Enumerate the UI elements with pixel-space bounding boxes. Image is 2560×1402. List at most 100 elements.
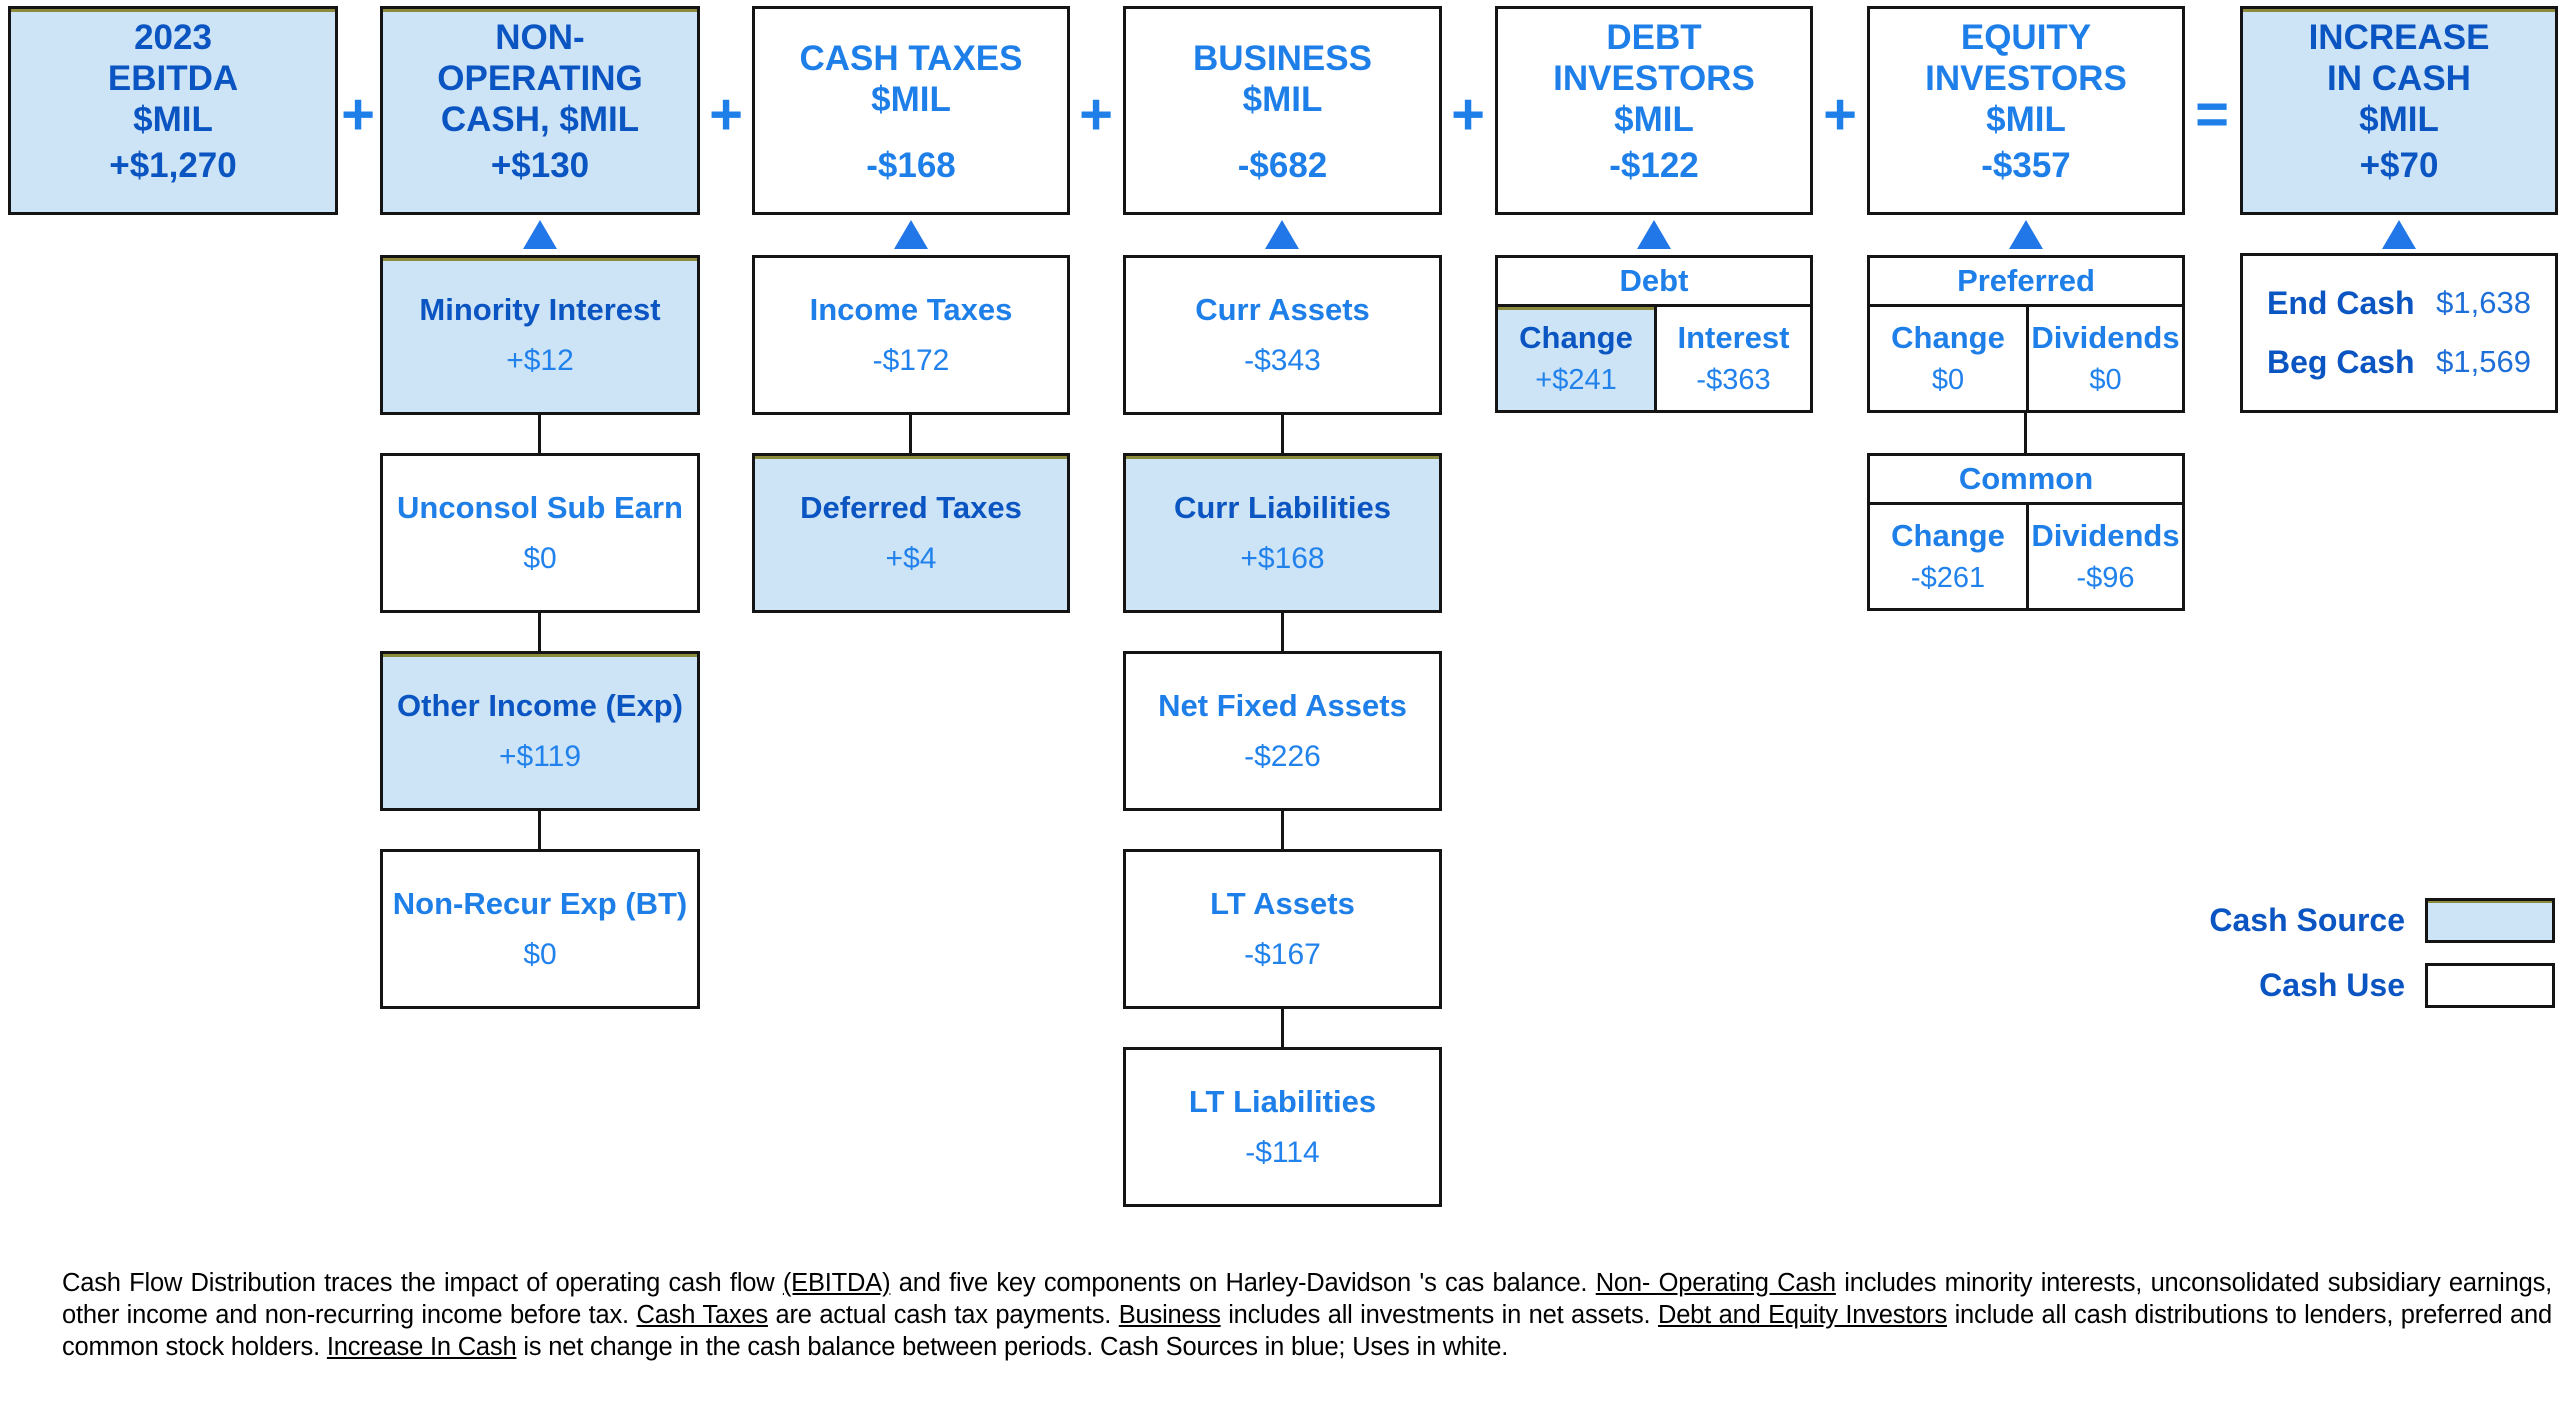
footnote-segment: are actual cash tax payments. bbox=[767, 1300, 1119, 1329]
sub-box-value: -$226 bbox=[1244, 740, 1321, 773]
connector-line bbox=[1281, 613, 1284, 651]
sub-box-label: Unconsol Sub Earn bbox=[397, 490, 683, 525]
cell-value: $0 bbox=[2089, 364, 2122, 396]
arrow-up-icon bbox=[1265, 220, 1299, 249]
sub-box-deferred-taxes: Deferred Taxes +$4 bbox=[752, 453, 1070, 613]
debt-change-cell: Change +$241 bbox=[1498, 307, 1654, 410]
sub-box-value: -$172 bbox=[872, 344, 950, 377]
connector-line bbox=[538, 613, 541, 651]
footnote-segment-underlined: Business bbox=[1118, 1300, 1221, 1329]
plus-operator: + bbox=[709, 82, 743, 147]
connector-line bbox=[1281, 1009, 1284, 1047]
cell-header: Change bbox=[1519, 320, 1633, 355]
connector-line bbox=[1281, 415, 1284, 453]
sub-box-value: -$343 bbox=[1244, 344, 1321, 377]
cash-row-label: End Cash bbox=[2267, 285, 2415, 321]
sub-box-value: +$12 bbox=[506, 344, 574, 377]
cash-balance-row: End Cash $1,638 bbox=[2243, 285, 2555, 322]
sub-box-value: $0 bbox=[523, 938, 557, 971]
connector-line bbox=[909, 415, 912, 453]
footnote-segment-underlined: Non- Operating Cash bbox=[1595, 1269, 1836, 1297]
sub-box-income-taxes: Income Taxes -$172 bbox=[752, 255, 1070, 415]
cash-balance-row: Beg Cash $1,569 bbox=[2243, 344, 2555, 381]
sub-box-curr-liabilities: Curr Liabilities +$168 bbox=[1123, 453, 1442, 613]
sub-box-label: Non-Recur Exp (BT) bbox=[392, 886, 688, 921]
legend-cash-source: Cash Source bbox=[2075, 898, 2555, 943]
footnote-segment: is net change in the cash balance betwee… bbox=[516, 1332, 1509, 1361]
cash-row-label: Beg Cash bbox=[2267, 344, 2415, 380]
header-box-equity-investors: EQUITY INVESTORS $MIL -$357 bbox=[1867, 6, 2185, 215]
legend-cash-use: Cash Use bbox=[2075, 963, 2555, 1008]
legend-label: Cash Source bbox=[2209, 902, 2405, 938]
sub-box-value: $0 bbox=[523, 542, 557, 575]
footnote-segment-underlined: Cash Taxes bbox=[636, 1300, 768, 1329]
debt-table: Debt Change +$241 Interest -$363 bbox=[1495, 255, 1813, 413]
cash-source-swatch bbox=[2425, 898, 2555, 943]
sub-box-label: Curr Liabilities bbox=[1173, 490, 1392, 525]
preferred-table-title: Preferred bbox=[1870, 258, 2182, 307]
debt-interest-cell: Interest -$363 bbox=[1654, 307, 1810, 410]
header-title: CASH TAXES $MIL bbox=[799, 38, 1023, 119]
sub-box-label: Minority Interest bbox=[419, 292, 661, 327]
cell-value: $0 bbox=[1931, 364, 1965, 396]
sub-box-label: Net Fixed Assets bbox=[1158, 688, 1407, 723]
cell-header: Interest bbox=[1677, 320, 1790, 355]
header-title: NON- OPERATING CASH, $MIL bbox=[437, 18, 643, 139]
preferred-table: Preferred Change $0 Dividends $0 bbox=[1867, 255, 2185, 413]
footnote-segment: includes minority interests, unconsolida… bbox=[62, 1269, 2553, 1329]
connector-line bbox=[538, 415, 541, 453]
header-box-business: BUSINESS $MIL -$682 bbox=[1123, 6, 1442, 215]
header-box-ebitda: 2023 EBITDA $MIL +$1,270 bbox=[8, 6, 338, 215]
footnote-segment-underlined: Increase In Cash bbox=[326, 1332, 517, 1361]
header-title: INCREASE IN CASH $MIL bbox=[2308, 18, 2490, 139]
footnote-segment: Cash Flow Distribution traces the impact… bbox=[62, 1269, 783, 1297]
cell-header: Dividends bbox=[2031, 518, 2180, 553]
plus-operator: + bbox=[341, 82, 375, 147]
header-value: -$682 bbox=[1237, 146, 1328, 185]
plus-operator: + bbox=[1079, 82, 1113, 147]
sub-box-label: LT Liabilities bbox=[1188, 1084, 1377, 1119]
plus-operator: + bbox=[1451, 82, 1485, 147]
header-box-non-operating-cash: NON- OPERATING CASH, $MIL +$130 bbox=[380, 6, 700, 215]
legend-label: Cash Use bbox=[2259, 967, 2405, 1003]
cash-use-swatch bbox=[2425, 963, 2555, 1008]
header-box-debt-investors: DEBT INVESTORS $MIL -$122 bbox=[1495, 6, 1813, 215]
plus-operator: + bbox=[1823, 82, 1857, 147]
arrow-up-icon bbox=[894, 220, 928, 249]
sub-box-lt-assets: LT Assets -$167 bbox=[1123, 849, 1442, 1009]
debt-table-title: Debt bbox=[1498, 258, 1810, 307]
arrow-up-icon bbox=[523, 220, 557, 249]
header-title: BUSINESS $MIL bbox=[1193, 38, 1372, 119]
connector-line bbox=[1281, 811, 1284, 849]
sub-box-value: +$4 bbox=[885, 542, 937, 575]
sub-box-value: +$119 bbox=[498, 740, 582, 773]
common-change-cell: Change -$261 bbox=[1870, 505, 2026, 608]
header-title: EQUITY INVESTORS $MIL bbox=[1925, 18, 2127, 139]
connector-line bbox=[2024, 413, 2027, 453]
header-value: +$70 bbox=[2359, 146, 2439, 185]
cell-value: -$96 bbox=[2076, 562, 2135, 594]
sub-box-label: Income Taxes bbox=[809, 292, 1013, 327]
header-value: -$168 bbox=[866, 146, 956, 185]
footnote-segment: includes all investments in net assets. bbox=[1220, 1300, 1658, 1329]
cell-value: -$363 bbox=[1696, 364, 1771, 396]
sub-box-value: -$167 bbox=[1244, 938, 1321, 971]
sub-box-net-fixed-assets: Net Fixed Assets -$226 bbox=[1123, 651, 1442, 811]
equals-operator: = bbox=[2195, 82, 2229, 147]
header-value: +$130 bbox=[490, 146, 590, 185]
sub-box-curr-assets: Curr Assets -$343 bbox=[1123, 255, 1442, 415]
footnote-segment: and five key components on Harley-Davids… bbox=[890, 1269, 1596, 1297]
sub-box-unconsol-sub-earn: Unconsol Sub Earn $0 bbox=[380, 453, 700, 613]
sub-box-other-income: Other Income (Exp) +$119 bbox=[380, 651, 700, 811]
sub-box-label: Curr Assets bbox=[1195, 292, 1370, 327]
cash-row-value: $1,569 bbox=[2436, 344, 2531, 379]
sub-box-label: Deferred Taxes bbox=[800, 490, 1022, 525]
header-box-increase-in-cash: INCREASE IN CASH $MIL +$70 bbox=[2240, 6, 2558, 215]
cell-value: -$261 bbox=[1910, 562, 1986, 594]
sub-box-value: +$168 bbox=[1240, 542, 1325, 575]
header-value: +$1,270 bbox=[109, 146, 237, 185]
sub-box-minority-interest: Minority Interest +$12 bbox=[380, 255, 700, 415]
sub-box-lt-liabilities: LT Liabilities -$114 bbox=[1123, 1047, 1442, 1207]
sub-box-value: -$114 bbox=[1245, 1136, 1320, 1169]
header-box-cash-taxes: CASH TAXES $MIL -$168 bbox=[752, 6, 1070, 215]
